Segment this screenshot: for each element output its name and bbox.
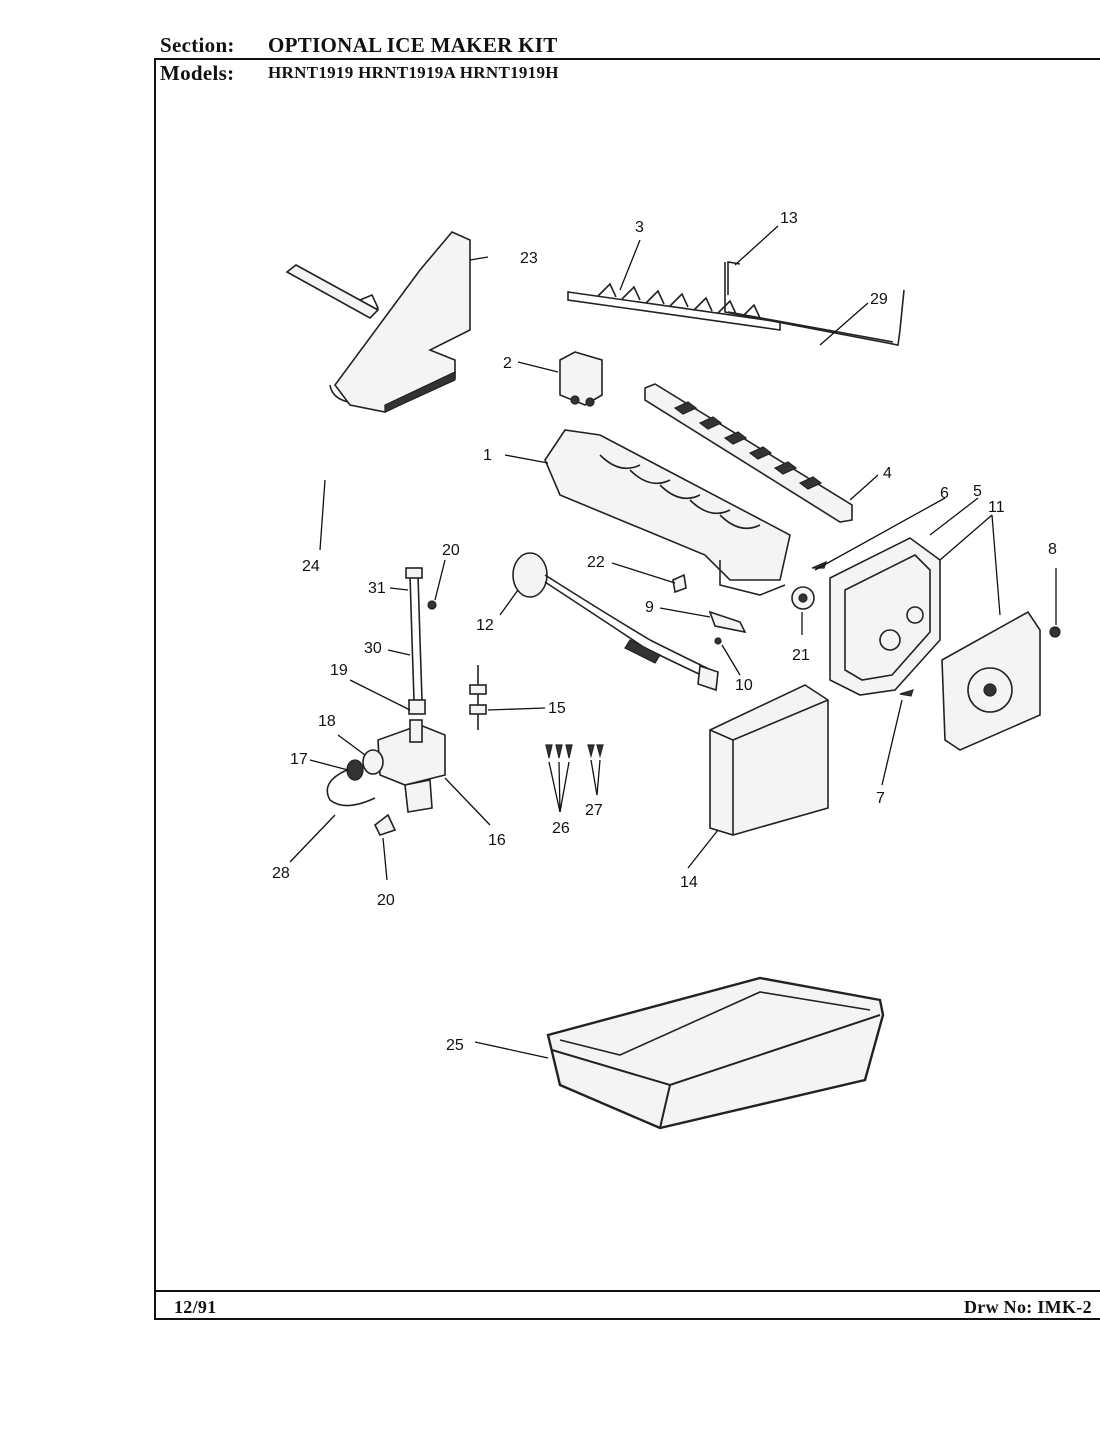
part-9-bracket [708, 610, 747, 634]
part-30-water-tube [405, 567, 437, 715]
callout-29: 29 [870, 291, 888, 308]
part-15-tube-clamp [469, 665, 487, 730]
part-5-housing [829, 537, 941, 696]
callout-15: 15 [548, 700, 566, 717]
callout-5: 5 [973, 483, 982, 500]
callout-8: 8 [1048, 541, 1057, 558]
callout-16: 16 [488, 832, 506, 849]
footer-date: 12/91 [174, 1297, 217, 1317]
models-label: Models: [160, 61, 235, 85]
callout-19: 19 [330, 662, 348, 679]
part-1-mold [544, 429, 791, 596]
callout-18: 18 [318, 713, 336, 730]
callout-2: 2 [503, 355, 512, 372]
part-2-switch [559, 351, 603, 407]
footer-rule [154, 1290, 1100, 1292]
part-26-screws [545, 744, 573, 759]
callout-23: 23 [520, 250, 538, 267]
callout-4: 4 [883, 465, 892, 482]
callout-25: 25 [446, 1037, 464, 1054]
models-list: HRNT1919 HRNT1919A HRNT1919H [268, 63, 559, 82]
part-10-screw [714, 637, 722, 645]
callout-labels: 1 2 3 4 5 6 7 8 9 10 11 12 13 14 15 16 1… [272, 210, 1057, 1054]
leader-lines [289, 225, 1057, 1059]
part-23-cover [329, 231, 471, 413]
callout-1: 1 [483, 447, 492, 464]
callout-30: 30 [364, 640, 382, 657]
callout-28: 28 [272, 865, 290, 882]
callout-14: 14 [680, 874, 698, 891]
part-11-module [941, 610, 1041, 751]
part-24-fill-tube [285, 264, 380, 319]
part-12-wiring-harness [512, 552, 719, 692]
part-27-screws [587, 744, 604, 759]
part-7-screw [899, 689, 914, 697]
drawing-frame [154, 58, 1100, 1320]
section-label: Section: [160, 33, 235, 57]
callout-3: 3 [635, 219, 644, 236]
part-22-clip [672, 573, 687, 594]
part-3-ejector [567, 282, 781, 331]
callout-7: 7 [876, 790, 885, 807]
part-16-water-valve [377, 719, 446, 813]
part-8-screw [1049, 626, 1061, 638]
callout-13: 13 [780, 210, 798, 227]
callout-10: 10 [735, 677, 753, 694]
callout-17: 17 [290, 751, 308, 768]
callout-9: 9 [645, 599, 654, 616]
callout-6: 6 [940, 485, 949, 502]
callout-27: 27 [585, 802, 603, 819]
callout-20-upper: 20 [442, 542, 460, 559]
callout-21: 21 [792, 647, 810, 664]
part-21-thermostat [791, 586, 815, 610]
part-20-clamp-lower [373, 813, 397, 836]
drawing-number: Drw No: IMK-2 [964, 1297, 1092, 1317]
part-28-tube-loop [326, 769, 376, 807]
callout-12: 12 [476, 617, 494, 634]
part-25-ice-bin [546, 976, 885, 1130]
callout-24: 24 [302, 558, 320, 575]
callout-22: 22 [587, 554, 605, 571]
part-4-stripper [644, 383, 853, 523]
part-14-insulation [709, 684, 829, 836]
part-17-nut [346, 759, 364, 781]
callout-11: 11 [988, 499, 1005, 516]
callout-20-lower: 20 [377, 892, 395, 909]
section-title: OPTIONAL ICE MAKER KIT [268, 33, 558, 57]
callout-31: 31 [368, 580, 386, 597]
part-18-fitting [362, 749, 384, 775]
callout-26: 26 [552, 820, 570, 837]
